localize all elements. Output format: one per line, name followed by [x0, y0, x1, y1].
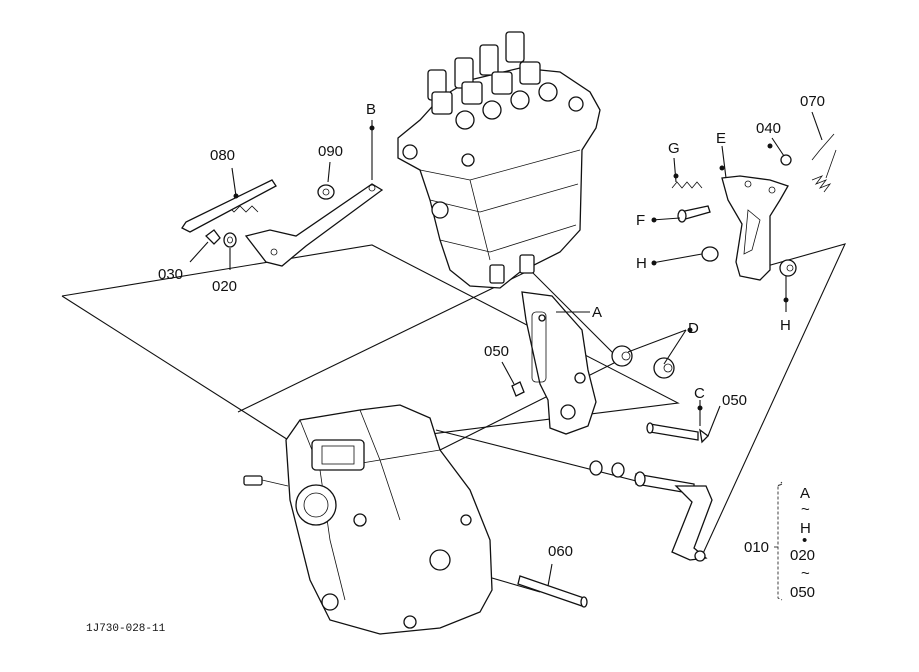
part-pin-060: [517, 575, 588, 608]
callout-080: 080: [210, 147, 235, 164]
assembly-key: 010 A ~ H • 020 ~ 050: [744, 481, 815, 601]
part-clip-030: [205, 229, 221, 245]
part-pin-f: [677, 205, 711, 223]
callout-c: C: [694, 385, 705, 402]
key-part-010: 010: [744, 539, 769, 556]
part-collar-d: [611, 345, 675, 379]
part-shaft-lever: [589, 460, 713, 562]
callout-060: 060: [548, 543, 573, 560]
part-pin-c: [646, 422, 699, 441]
part-spring-g: [671, 181, 703, 189]
callout-h-left: H: [636, 255, 647, 272]
part-spring-080: [181, 179, 277, 233]
key-tilde-1: ~: [801, 501, 810, 518]
part-washer-040: [780, 154, 792, 166]
part-plate-a: [521, 291, 597, 435]
callout-b: B: [366, 101, 376, 118]
callout-030: 030: [158, 266, 183, 283]
callout-050-right: 050: [722, 392, 747, 409]
part-lever-b: [244, 183, 384, 267]
callout-e: E: [716, 130, 726, 147]
key-tilde-2: ~: [801, 565, 810, 582]
injection-pump: [397, 31, 601, 289]
part-clip-050-right: [699, 428, 709, 444]
part-spring-rod-070: [811, 133, 837, 193]
callout-labels: 080 090 B 030 020 A D 050 C 050 G E 040 …: [158, 93, 825, 560]
callout-a: A: [592, 304, 602, 321]
governor-housing: [243, 404, 493, 635]
key-from-020: 020: [790, 547, 815, 564]
key-dot: •: [802, 532, 807, 549]
callout-050-left: 050: [484, 343, 509, 360]
leader-lines: [189, 111, 823, 587]
key-to-050: 050: [790, 584, 815, 601]
callout-g: G: [668, 140, 680, 157]
callout-070: 070: [800, 93, 825, 110]
leader-dots: [233, 125, 789, 411]
callout-d: D: [688, 320, 699, 337]
callout-090: 090: [318, 143, 343, 160]
part-collar-090: [317, 184, 335, 200]
callout-040: 040: [756, 120, 781, 137]
callout-h-right: H: [780, 317, 791, 334]
key-from-a: A: [800, 485, 810, 502]
figure-code: 1J730-028-11: [86, 623, 166, 635]
callout-f: F: [636, 212, 645, 229]
part-bracket-e: [721, 175, 789, 281]
key-to-h: H: [800, 520, 811, 537]
part-clip-050-left: [511, 381, 525, 397]
part-collar-h: [701, 246, 797, 277]
part-washer-020: [223, 232, 237, 248]
callout-020: 020: [212, 278, 237, 295]
